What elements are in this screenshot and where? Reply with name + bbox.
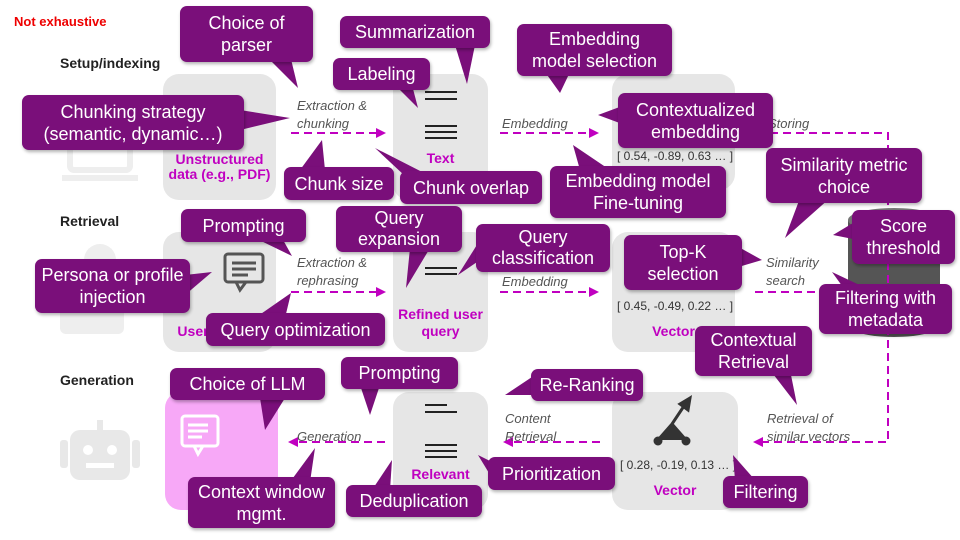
callout-labeling: Labeling bbox=[333, 58, 430, 90]
vector-arrow-icon bbox=[653, 395, 693, 446]
callout-contextual-retrieval: Contextual Retrieval bbox=[695, 326, 812, 376]
node-user: User bbox=[177, 323, 209, 339]
row-label-generation: Generation bbox=[60, 372, 134, 388]
callout-query-expansion: Query expansion bbox=[336, 206, 462, 252]
chat-icon bbox=[223, 252, 265, 293]
node-relevant: Relevant bbox=[411, 466, 470, 482]
vector-value-2: [ 0.45, -0.49, 0.22 … ] bbox=[617, 299, 734, 313]
callout-re-ranking: Re-Ranking bbox=[531, 369, 643, 401]
refined-query-box bbox=[393, 232, 488, 352]
callout-filtering-metadata: Filtering with metadata bbox=[819, 284, 952, 334]
callout-embedding-model-selection: Embedding model selection bbox=[517, 24, 672, 76]
callout-prioritization: Prioritization bbox=[488, 457, 615, 490]
node-refined-query: Refined user query bbox=[398, 306, 483, 339]
node-vector-2: Vector bbox=[652, 323, 695, 339]
vector-value-3: [ 0.28, -0.19, 0.13 … ] bbox=[620, 458, 737, 472]
callout-prompting-generation: Prompting bbox=[341, 357, 458, 389]
label-generation: Generation bbox=[297, 429, 362, 444]
callout-query-optimization: Query optimization bbox=[206, 313, 385, 346]
callout-score-threshold: Score threshold bbox=[852, 210, 955, 264]
vector-value-1: [ 0.54, -0.89, 0.63 … ] bbox=[617, 149, 734, 163]
callout-chunking-strategy: Chunking strategy (semantic, dynamic…) bbox=[22, 95, 244, 150]
row-label-setup: Setup/indexing bbox=[60, 55, 161, 71]
label-similarity-search: Similarity search bbox=[766, 255, 819, 288]
label-extraction-rephrasing: Extraction & rephrasing bbox=[297, 255, 368, 288]
callout-chunk-overlap: Chunk overlap bbox=[400, 171, 542, 204]
label-extraction-chunking: Extraction & chunking bbox=[297, 98, 368, 131]
callout-top-k: Top-K selection bbox=[624, 235, 742, 290]
callout-query-classification: Query classification bbox=[476, 224, 610, 272]
node-unstructured-data: Unstructured data (e.g., PDF) bbox=[168, 151, 271, 182]
callout-filtering: Filtering bbox=[723, 476, 808, 508]
callout-choice-of-parser: Choice of parser bbox=[180, 6, 313, 62]
callout-embedding-fine-tuning: Embedding model Fine-tuning bbox=[550, 166, 726, 218]
label-retrieval-similar-vectors: Retrieval of similar vectors bbox=[767, 411, 851, 444]
chat-icon-llm bbox=[180, 414, 220, 458]
callout-chunk-size: Chunk size bbox=[284, 167, 394, 200]
callout-deduplication: Deduplication bbox=[346, 485, 482, 517]
callout-prompting-retrieval: Prompting bbox=[181, 209, 306, 242]
document-lines-icon bbox=[425, 91, 457, 458]
flow-arrows bbox=[291, 132, 889, 443]
label-embedding-1: Embedding bbox=[502, 116, 568, 131]
label-content-retrieval: Content Retrieval bbox=[505, 411, 557, 444]
callout-context-window: Context window mgmt. bbox=[188, 477, 335, 528]
vector-box-3 bbox=[612, 392, 738, 510]
node-vector-3: Vector bbox=[653, 482, 697, 498]
label-storing: Storing bbox=[768, 116, 810, 131]
callout-similarity-metric: Similarity metric choice bbox=[766, 148, 922, 203]
label-embedding-2: Embedding bbox=[502, 274, 568, 289]
callout-contextualized-embedding: Contextualized embedding bbox=[618, 93, 773, 148]
callout-choice-of-llm: Choice of LLM bbox=[170, 368, 325, 400]
callout-persona-injection: Persona or profile injection bbox=[35, 259, 190, 313]
row-label-retrieval: Retrieval bbox=[60, 213, 120, 229]
robot-icon bbox=[60, 420, 140, 480]
node-text: Text bbox=[426, 150, 455, 166]
not-exhaustive-note: Not exhaustive bbox=[14, 14, 107, 29]
callout-summarization: Summarization bbox=[340, 16, 490, 48]
arrow-storing-retrieval bbox=[757, 132, 889, 443]
arrowheads bbox=[288, 128, 763, 447]
